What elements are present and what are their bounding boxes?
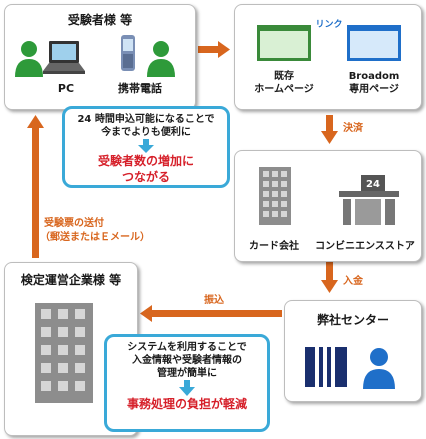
office-building-icon: [259, 167, 291, 225]
broadom-page-window-icon: [347, 25, 401, 61]
ticket-label-2: （郵送またはＥメール）: [40, 232, 150, 243]
staff-person-icon: [363, 348, 395, 389]
top-callout-line-2: 今までよりも便利に: [101, 127, 191, 138]
convenience-store-label: コンビニエンスストア: [315, 241, 415, 252]
person-icon: [15, 41, 43, 77]
convenience-store-icon: [339, 175, 399, 225]
arrow-organizer-to-examinees: [27, 115, 44, 258]
bottom-callout-result: 事務処理の負担が軽減: [126, 397, 247, 411]
arrow-settlement-to-center: [321, 262, 338, 293]
transfer-flow-label: 振込: [204, 295, 224, 306]
examinees-box: 受験者様 等 PC 携帯電話: [4, 4, 196, 110]
settlement-box: 24 カード会社 コンビニエンスストア: [234, 150, 422, 262]
store-sign-label: 24: [366, 179, 380, 190]
organizer-box: 検定運営企業様 等: [4, 262, 138, 436]
broadom-label-1: Broadom: [348, 71, 400, 82]
down-arrow-icon: [138, 139, 154, 153]
web-pages-box: リンク 既存 ホームページ Broadom 専用ページ: [234, 4, 422, 110]
down-arrow-icon: [179, 380, 195, 396]
examinees-icons: [15, 35, 175, 77]
payment-flow-label: 入金: [343, 276, 363, 287]
arrow-center-to-organizer: [140, 305, 282, 322]
person-icon: [147, 41, 175, 77]
center-title: 弊社センター: [316, 313, 389, 327]
link-label: リンク: [315, 20, 343, 30]
bottom-callout-line-2: 入金情報や受験者情報の: [132, 355, 242, 366]
organizer-title: 検定運営企業様 等: [20, 273, 122, 287]
top-callout-line-1: 24 時間申込可能になることで: [77, 114, 215, 125]
center-icons: [305, 347, 395, 389]
top-callout-result-1: 受験者数の増加に: [97, 154, 194, 168]
ticket-label-1: 受験票の送付: [44, 218, 104, 229]
homepage-label-2: ホームページ: [254, 84, 314, 95]
homepage-label-1: 既存: [274, 71, 294, 82]
company-logo-icon: [305, 347, 347, 387]
laptop-icon: [43, 41, 85, 74]
bottom-callout: システムを利用することで 入金情報や受験者情報の 管理が簡単に 事務処理の負担が…: [104, 334, 270, 432]
center-box: 弊社センター: [284, 300, 422, 402]
homepage-window-icon: [257, 25, 311, 61]
mobile-phone-icon: [121, 35, 135, 71]
mobile-label: 携帯電話: [118, 82, 162, 95]
card-company-label: カード会社: [249, 241, 299, 252]
bottom-callout-line-3: 管理が簡単に: [157, 368, 217, 379]
examinees-title: 受験者様 等: [67, 13, 133, 27]
pc-label: PC: [57, 82, 75, 95]
top-callout: 24 時間申込可能になることで 今までよりも便利に 受験者数の増加に つながる: [62, 106, 230, 188]
settlement-icons: [259, 167, 399, 225]
organizer-icons: [35, 303, 93, 403]
broadom-label-2: 専用ページ: [349, 84, 399, 95]
bottom-callout-line-1: システムを利用することで: [127, 342, 247, 353]
arrow-examinees-to-web: [198, 41, 230, 58]
top-callout-result-2: つながる: [121, 170, 170, 184]
settlement-flow-label: 決済: [343, 123, 363, 134]
arrow-web-to-settlement: [321, 115, 338, 144]
office-building-icon: [35, 303, 93, 403]
web-window-icons: [257, 25, 401, 61]
